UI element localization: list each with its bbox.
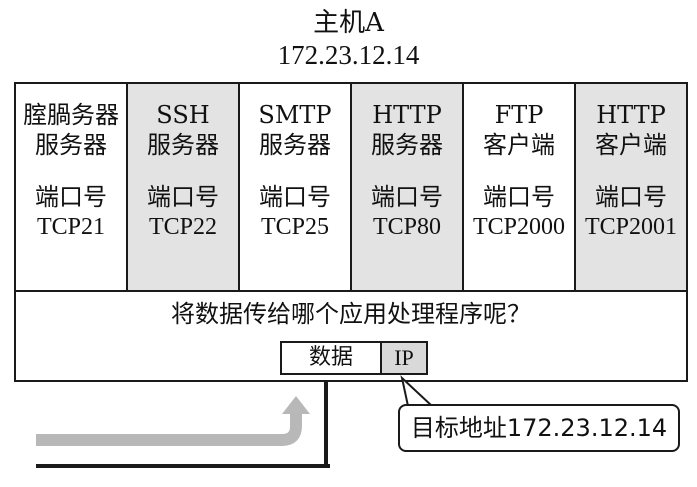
application-row: 腟腡务器 服务器 端口号 TCP21 SSH 服务器 端口号 TCP22 SMT… <box>16 84 686 292</box>
port-label: 端口号 <box>595 183 667 211</box>
app-name-line1: 腟腡务器 <box>23 101 119 129</box>
packet-data-field: 数据 <box>282 343 382 373</box>
app-ftp-client: FTP 客户端 端口号 TCP2000 <box>464 84 576 290</box>
port-number: TCP21 <box>36 214 105 240</box>
callout-pointer <box>400 375 435 407</box>
app-name-line1: HTTP <box>596 101 666 129</box>
packet: 数据 IP <box>280 341 428 375</box>
port-label: 端口号 <box>147 183 219 211</box>
app-name-line1: HTTP <box>372 101 442 129</box>
app-ftp-server: 腟腡务器 服务器 端口号 TCP21 <box>16 84 128 290</box>
host-name: 主机A <box>313 8 384 38</box>
incoming-arrow <box>36 412 302 446</box>
app-name-line1: FTP <box>494 101 544 129</box>
app-name-line2: 服务器 <box>371 131 443 159</box>
destination-address-callout: 目标地址172.23.12.14 <box>398 404 680 452</box>
app-http-client: HTTP 客户端 端口号 TCP2001 <box>576 84 686 290</box>
packet-ip-header: IP <box>382 343 426 373</box>
app-name-line2: 客户端 <box>483 131 555 159</box>
app-name-line2: 客户端 <box>595 131 667 159</box>
port-number: TCP2001 <box>584 214 677 240</box>
app-name-line1: SMTP <box>258 101 332 129</box>
app-name-line1: SSH <box>156 101 210 129</box>
port-number: TCP22 <box>148 214 217 240</box>
question-text: 将数据传给哪个应用处理程序呢？ <box>171 300 531 328</box>
port-label: 端口号 <box>259 183 331 211</box>
port-number: TCP25 <box>260 214 329 240</box>
host-ip-address: 172.23.12.14 <box>277 40 420 70</box>
app-name-line2: 服务器 <box>259 131 331 159</box>
app-name-line2: 服务器 <box>147 131 219 159</box>
port-label: 端口号 <box>371 183 443 211</box>
app-ssh-server: SSH 服务器 端口号 TCP22 <box>128 84 240 290</box>
app-http-server: HTTP 服务器 端口号 TCP80 <box>352 84 464 290</box>
app-smtp-server: SMTP 服务器 端口号 TCP25 <box>240 84 352 290</box>
app-name-line2: 服务器 <box>35 131 107 159</box>
port-number: TCP80 <box>372 214 441 240</box>
incoming-arrow-head <box>282 396 310 414</box>
port-label: 端口号 <box>483 183 555 211</box>
port-label: 端口号 <box>35 183 107 211</box>
host-frame: 腟腡务器 服务器 端口号 TCP21 SSH 服务器 端口号 TCP22 SMT… <box>14 82 688 382</box>
port-number: TCP2000 <box>472 214 565 240</box>
